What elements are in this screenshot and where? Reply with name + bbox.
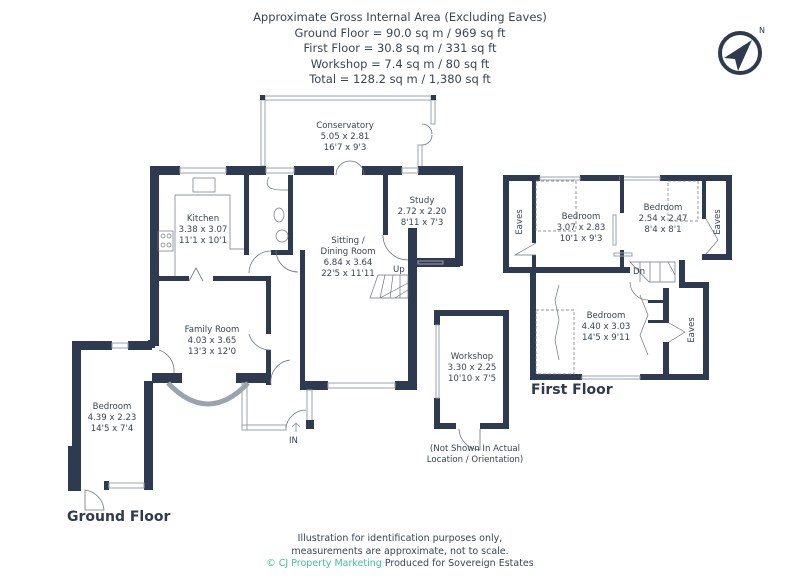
svg-text:10'10 x 7'5: 10'10 x 7'5 xyxy=(448,374,496,384)
area-summary: Approximate Gross Internal Area (Excludi… xyxy=(0,10,800,88)
svg-text:22'5 x 11'11: 22'5 x 11'11 xyxy=(321,269,375,279)
svg-text:3.07 x 2.83: 3.07 x 2.83 xyxy=(557,223,606,233)
footer-disclaimer: Illustration for identification purposes… xyxy=(0,533,800,571)
first-floor-label: First Floor xyxy=(531,382,613,398)
svg-text:2.72 x 2.20: 2.72 x 2.20 xyxy=(398,207,447,217)
svg-text:13'3 x 12'0: 13'3 x 12'0 xyxy=(188,347,236,357)
room-labels: Conservatory 5.05 x 2.81 16'7 x 9'3 Kitc… xyxy=(88,121,723,465)
ground-floor-plan xyxy=(68,95,463,511)
svg-text:IN: IN xyxy=(289,436,298,446)
disclaimer-line-2: measurements are approximate, not to sca… xyxy=(291,545,509,557)
svg-text:(Not Shown In Actual: (Not Shown In Actual xyxy=(430,444,520,454)
svg-text:4.39 x 2.23: 4.39 x 2.23 xyxy=(88,413,137,423)
svg-text:Bedroom: Bedroom xyxy=(93,402,132,412)
ground-floor-area: Ground Floor = 90.0 sq m / 969 sq ft xyxy=(294,25,506,40)
svg-text:Location / Orientation): Location / Orientation) xyxy=(427,455,524,465)
total-area: Total = 128.2 sq m / 1,380 sq ft xyxy=(309,72,491,86)
workshop-area: Workshop = 7.4 sq m / 80 sq ft xyxy=(310,56,490,71)
svg-text:3.30 x 2.25: 3.30 x 2.25 xyxy=(448,363,497,373)
svg-text:5.05 x 2.81: 5.05 x 2.81 xyxy=(321,132,370,142)
svg-text:16'7 x 9'3: 16'7 x 9'3 xyxy=(324,143,367,153)
svg-text:Bedroom: Bedroom xyxy=(644,203,683,213)
brand-credit: © CJ Property Marketing xyxy=(266,558,382,569)
svg-text:10'1 x 9'3: 10'1 x 9'3 xyxy=(560,234,603,244)
svg-text:Eaves: Eaves xyxy=(713,209,723,235)
compass-north-icon: N xyxy=(718,26,765,75)
svg-text:Sitting /: Sitting / xyxy=(331,236,365,246)
disclaimer-line-1: Illustration for identification purposes… xyxy=(297,533,503,544)
svg-text:11'1 x 10'1: 11'1 x 10'1 xyxy=(179,236,227,246)
svg-text:14'5 x 7'4: 14'5 x 7'4 xyxy=(91,424,134,434)
workshop-plan xyxy=(434,310,509,451)
first-floor-area: First Floor = 30.8 sq m / 331 sq ft xyxy=(303,41,497,55)
svg-text:Dn: Dn xyxy=(633,267,645,277)
svg-text:2.54 x 2.47: 2.54 x 2.47 xyxy=(639,214,688,224)
svg-text:Eaves: Eaves xyxy=(687,317,697,343)
svg-text:Conservatory: Conservatory xyxy=(316,121,374,131)
svg-text:14'5 x 9'11: 14'5 x 9'11 xyxy=(582,333,630,343)
svg-text:3.38 x 3.07: 3.38 x 3.07 xyxy=(179,225,228,235)
area-title: Approximate Gross Internal Area (Excludi… xyxy=(253,10,547,24)
ground-floor-label: Ground Floor xyxy=(67,509,171,525)
svg-text:6.84 x 3.64: 6.84 x 3.64 xyxy=(324,258,373,268)
svg-text:Workshop: Workshop xyxy=(451,352,493,362)
svg-text:4.40 x 3.03: 4.40 x 3.03 xyxy=(582,322,631,332)
svg-text:Kitchen: Kitchen xyxy=(187,214,219,224)
svg-text:8'4 x 8'1: 8'4 x 8'1 xyxy=(644,225,681,235)
produced-for: Produced for Sovereign Estates xyxy=(384,558,534,569)
compass-north-label: N xyxy=(759,26,765,35)
svg-text:Bedroom: Bedroom xyxy=(562,212,601,222)
svg-text:Bedroom: Bedroom xyxy=(587,311,626,321)
first-floor-plan xyxy=(503,175,732,380)
svg-text:Up: Up xyxy=(393,265,405,275)
svg-text:Study: Study xyxy=(410,196,435,206)
svg-text:8'11 x 7'3: 8'11 x 7'3 xyxy=(401,218,444,228)
svg-text:Family Room: Family Room xyxy=(185,325,240,335)
svg-text:Eaves: Eaves xyxy=(515,209,525,235)
svg-text:Dining Room: Dining Room xyxy=(321,247,376,257)
svg-text:4.03 x 3.65: 4.03 x 3.65 xyxy=(188,336,237,346)
